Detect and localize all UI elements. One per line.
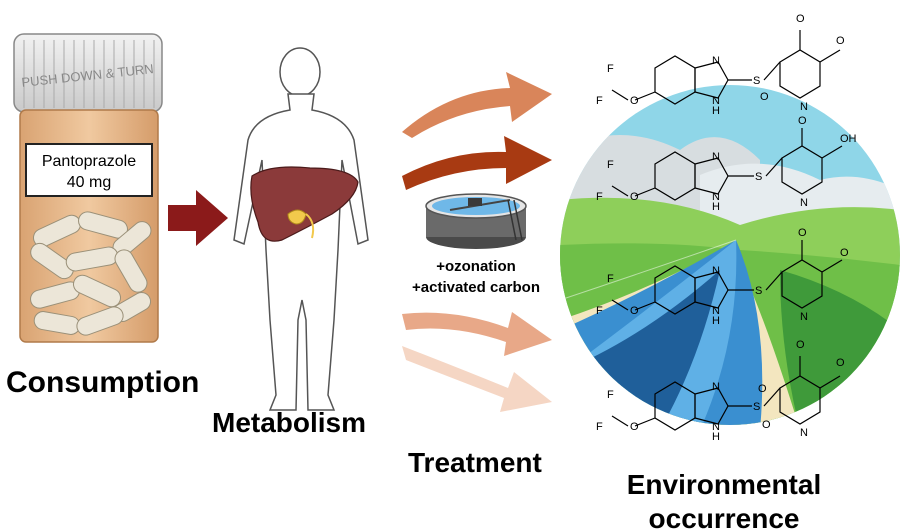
arrow-treatment-3 <box>402 312 552 356</box>
treatment-tank-icon <box>425 193 527 249</box>
svg-text:N: N <box>800 427 808 439</box>
svg-text:F: F <box>596 305 603 317</box>
svg-text:N: N <box>712 265 720 277</box>
chem-labels: F F O N N H S O O O N F F O N N H S O OH… <box>596 13 857 443</box>
svg-text:O: O <box>798 115 807 127</box>
svg-text:O: O <box>630 95 639 107</box>
chem-structures <box>611 30 843 431</box>
drug-dose: 40 mg <box>67 174 111 191</box>
svg-text:N: N <box>712 381 720 393</box>
label-treatment: Treatment <box>408 447 542 478</box>
bottle-cap-ridges <box>23 40 155 108</box>
svg-text:S: S <box>753 75 760 87</box>
environment-circle <box>560 85 900 425</box>
svg-text:O: O <box>762 419 771 431</box>
svg-text:N: N <box>712 55 720 67</box>
svg-text:N: N <box>712 95 720 107</box>
svg-text:O: O <box>798 227 807 239</box>
svg-text:H: H <box>712 431 720 443</box>
chem-structure-3 <box>611 240 843 315</box>
pills <box>30 211 152 336</box>
svg-text:O: O <box>840 247 849 259</box>
svg-text:H: H <box>712 105 720 117</box>
svg-text:F: F <box>596 95 603 107</box>
svg-text:O: O <box>796 13 805 25</box>
liver-icon <box>250 166 359 242</box>
bile-duct <box>305 213 315 239</box>
svg-text:O: O <box>760 91 769 103</box>
svg-text:H: H <box>712 315 720 327</box>
svg-text:O: O <box>630 191 639 203</box>
svg-text:F: F <box>607 159 614 171</box>
svg-text:O: O <box>630 421 639 433</box>
svg-text:N: N <box>800 101 808 113</box>
bottle-label <box>25 143 153 197</box>
label-consumption: Consumption <box>6 366 199 399</box>
svg-text:O: O <box>630 305 639 317</box>
pill-bottle: PUSH DOWN & TURN Pantoprazole 40 mg <box>13 33 163 343</box>
svg-text:O: O <box>796 339 805 351</box>
svg-text:O: O <box>758 383 767 395</box>
svg-text:S: S <box>755 285 762 297</box>
arrow-treatment-1 <box>402 72 552 138</box>
chem-structure-2 <box>611 128 843 201</box>
svg-text:O: O <box>836 35 845 47</box>
svg-text:N: N <box>800 197 808 209</box>
svg-text:OH: OH <box>840 133 857 145</box>
svg-text:F: F <box>596 421 603 433</box>
chem-structure-1 <box>611 30 841 105</box>
label-environmental: Environmental <box>627 469 821 500</box>
svg-text:F: F <box>607 63 614 75</box>
arrow-to-metabolism <box>168 190 228 246</box>
svg-text:S: S <box>753 401 760 413</box>
label-metabolism: Metabolism <box>212 407 366 438</box>
ozonation-label: +ozonation <box>436 258 516 275</box>
drug-name: Pantoprazole <box>42 153 136 170</box>
svg-text:F: F <box>607 389 614 401</box>
svg-text:H: H <box>712 201 720 213</box>
svg-text:S: S <box>755 171 762 183</box>
label-occurrence: occurrence <box>649 503 800 532</box>
arrow-treatment-4 <box>402 346 552 412</box>
svg-text:N: N <box>712 191 720 203</box>
gallbladder-icon <box>287 209 307 225</box>
svg-text:F: F <box>607 273 614 285</box>
svg-text:N: N <box>712 305 720 317</box>
svg-text:N: N <box>712 421 720 433</box>
arrow-treatment-2 <box>402 136 552 190</box>
activated-carbon-label: +activated carbon <box>412 279 540 296</box>
svg-text:N: N <box>712 151 720 163</box>
svg-text:N: N <box>800 311 808 323</box>
chem-structure-4 <box>611 356 841 431</box>
svg-text:F: F <box>596 191 603 203</box>
svg-text:O: O <box>836 357 845 369</box>
